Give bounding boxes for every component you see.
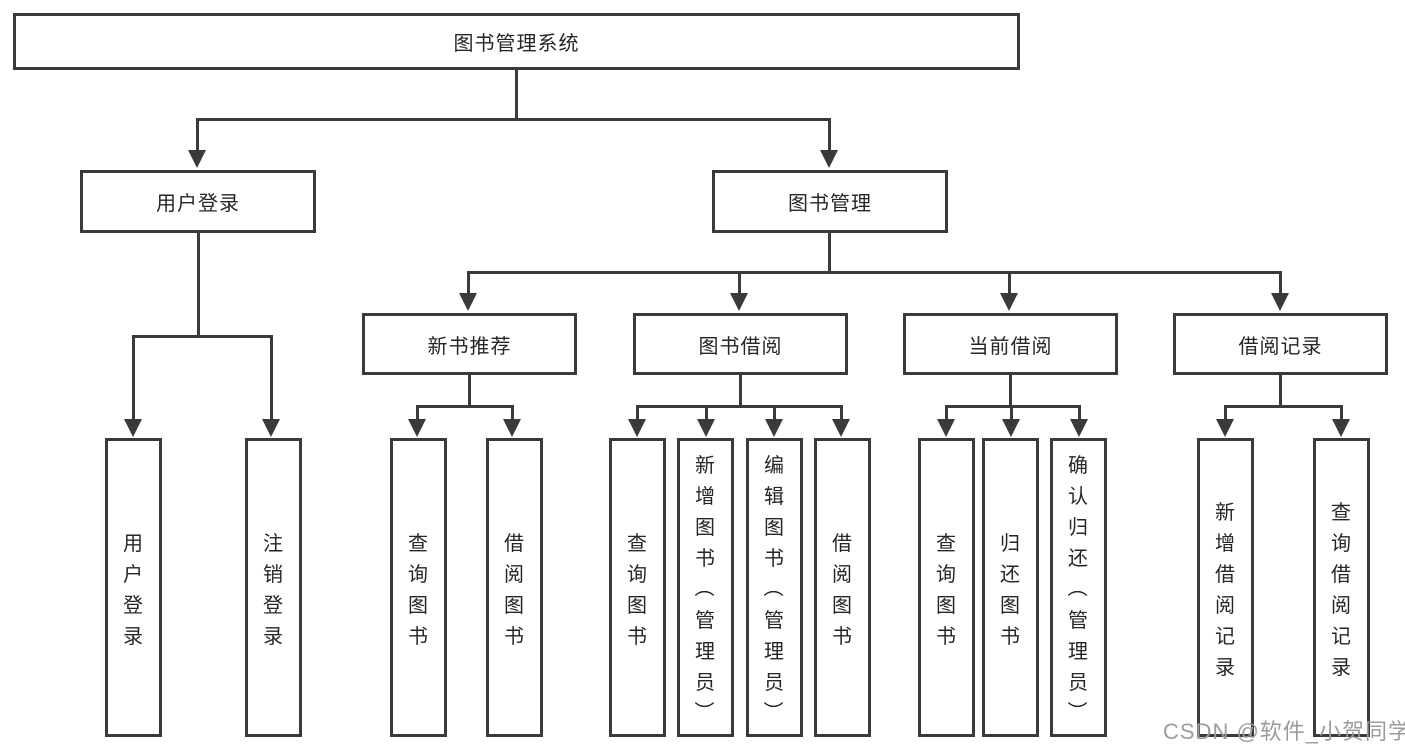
node-library-management-system: 图书管理系统	[13, 13, 1020, 70]
node-leaf-query-books-2: 查询图书	[609, 438, 666, 737]
edge-to-book-management-shaft	[828, 118, 831, 154]
node-label: 借阅记录	[1238, 335, 1323, 358]
node-new-book-recommend: 新书推荐	[362, 313, 577, 375]
node-label: 借阅图书	[504, 532, 525, 648]
edge-shaft	[1224, 405, 1227, 423]
node-label: 新书推荐	[427, 335, 512, 358]
arrow-to-user-login	[188, 150, 206, 168]
node-label: 查询图书	[627, 532, 648, 648]
arrow-to-new-books	[459, 293, 477, 311]
node-label: 查询图书	[408, 532, 429, 648]
arrow-to-logout	[262, 419, 280, 437]
node-leaf-confirm-return-admin: 确认归还（管理员）	[1050, 438, 1107, 737]
edge-to-logout-shaft	[270, 335, 273, 423]
node-label: 当前借阅	[968, 335, 1053, 358]
node-label: 图书管理系统	[453, 33, 580, 55]
edge-current-borrow-rail	[945, 405, 1081, 408]
node-book-management: 图书管理	[712, 170, 948, 233]
edge-shaft	[945, 405, 948, 423]
arrow-to-borrow-books-2	[832, 419, 850, 437]
arrow-to-query-books-2	[628, 419, 646, 437]
node-leaf-query-borrow-record: 查询借阅记录	[1313, 438, 1370, 737]
edge-shaft	[416, 405, 419, 423]
edge-shaft	[705, 405, 708, 423]
node-label: 确认归还（管理员）	[1065, 455, 1089, 722]
edge-to-login-shaft	[132, 335, 135, 423]
csdn-watermark: CSDN @软件_小贺同学	[1163, 719, 1405, 744]
edge-new-books-rail	[416, 405, 514, 408]
edge-shaft	[511, 405, 514, 423]
arrow-to-confirm-return	[1070, 419, 1088, 437]
edge-to-book-borrow-shaft	[738, 271, 741, 297]
edge-current-borrow-stem	[1009, 375, 1012, 408]
edge-root-rail	[196, 118, 831, 121]
arrow-to-login	[124, 419, 142, 437]
edge-shaft	[1340, 405, 1343, 423]
node-label: 查询图书	[936, 532, 957, 648]
arrow-to-borrow-records	[1271, 293, 1289, 311]
edge-shaft	[636, 405, 639, 423]
node-label: 借阅图书	[832, 532, 853, 648]
arrow-to-current-borrow	[1000, 293, 1018, 311]
node-label: 新增图书（管理员）	[692, 455, 716, 722]
arrow-to-edit-books	[765, 419, 783, 437]
node-leaf-edit-books-admin: 编辑图书（管理员）	[746, 438, 803, 737]
node-leaf-return-books: 归还图书	[982, 438, 1039, 737]
edge-root-stem	[515, 70, 518, 121]
edge-book-borrow-rail	[636, 405, 843, 408]
node-label: 用户登录	[123, 532, 144, 648]
edge-borrow-records-stem	[1279, 375, 1282, 408]
edge-level3-rail	[467, 271, 1282, 274]
node-leaf-add-books-admin: 新增图书（管理员）	[677, 438, 734, 737]
arrow-to-book-management	[820, 150, 838, 168]
node-leaf-add-borrow-record: 新增借阅记录	[1197, 438, 1254, 737]
node-leaf-borrow-books-2: 借阅图书	[814, 438, 871, 737]
arrow-to-return-books	[1002, 419, 1020, 437]
node-label: 图书借阅	[698, 335, 783, 358]
arrow-to-add-books	[697, 419, 715, 437]
edge-shaft	[1010, 405, 1013, 423]
node-leaf-borrow-books-1: 借阅图书	[486, 438, 543, 737]
edge-to-user-login-shaft	[196, 118, 199, 154]
node-leaf-user-login: 用户登录	[105, 438, 162, 737]
arrow-to-add-record	[1216, 419, 1234, 437]
edge-to-new-books-shaft	[467, 271, 470, 297]
node-label: 编辑图书（管理员）	[761, 455, 785, 722]
arrow-to-query-record	[1332, 419, 1350, 437]
node-label: 用户登录	[156, 193, 240, 215]
node-label: 注销登录	[263, 532, 284, 648]
edge-to-borrow-records-shaft	[1279, 271, 1282, 297]
node-borrowing-records: 借阅记录	[1173, 313, 1388, 375]
node-user-login: 用户登录	[80, 170, 316, 233]
arrow-to-query-books-1	[408, 419, 426, 437]
edge-book-management-stem	[828, 233, 831, 274]
arrow-to-borrow-books-1	[503, 419, 521, 437]
node-label: 归还图书	[1000, 532, 1021, 648]
edge-shaft	[1078, 405, 1081, 423]
edge-shaft	[840, 405, 843, 423]
edge-to-current-borrow-shaft	[1008, 271, 1011, 297]
arrow-to-query-books-3	[937, 419, 955, 437]
edge-borrow-records-rail	[1224, 405, 1343, 408]
edge-new-books-stem	[468, 375, 471, 408]
edge-user-login-rail	[132, 335, 273, 338]
node-current-borrowing: 当前借阅	[903, 313, 1118, 375]
edge-shaft	[773, 405, 776, 423]
arrow-to-book-borrow	[730, 293, 748, 311]
node-leaf-logout: 注销登录	[245, 438, 302, 737]
node-label: 新增借阅记录	[1215, 501, 1236, 679]
edge-book-borrow-stem	[739, 375, 742, 408]
node-leaf-query-books-3: 查询图书	[918, 438, 975, 737]
node-label: 图书管理	[788, 193, 872, 215]
edge-user-login-stem	[197, 233, 200, 338]
node-leaf-query-books-1: 查询图书	[390, 438, 447, 737]
node-label: 查询借阅记录	[1331, 501, 1352, 679]
node-book-borrowing: 图书借阅	[633, 313, 848, 375]
